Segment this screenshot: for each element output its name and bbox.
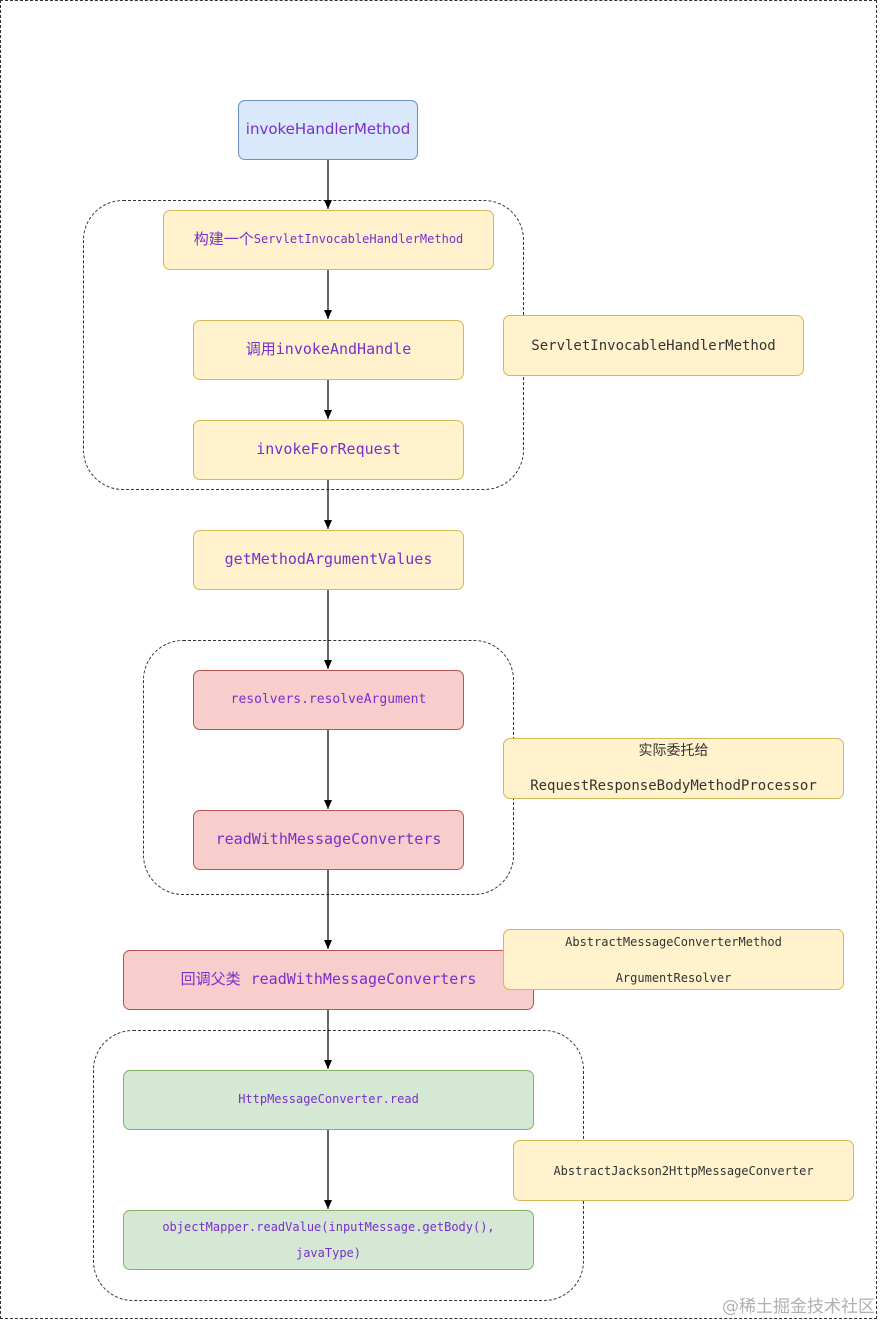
node-get-method-argument-values: getMethodArgumentValues <box>193 530 464 590</box>
node-resolve-argument: resolvers.resolveArgument <box>193 670 464 730</box>
note-delegate: 实际委托给 RequestResponseBodyMethodProcessor <box>503 738 844 799</box>
node-label-line1: objectMapper.readValue(inputMessage.getB… <box>162 1219 495 1234</box>
node-label: invokeHandlerMethod <box>245 120 411 139</box>
node-http-message-converter-read: HttpMessageConverter.read <box>123 1070 534 1130</box>
node-invoke-for-request: invokeForRequest <box>193 420 464 480</box>
note-label: AbstractJackson2HttpMessageConverter <box>553 1163 814 1178</box>
node-label: readWithMessageConverters <box>215 830 442 849</box>
note-label-line2: ArgumentResolver <box>615 970 732 985</box>
node-label: getMethodArgumentValues <box>224 550 433 569</box>
node-object-mapper-read-value: objectMapper.readValue(inputMessage.getB… <box>123 1210 534 1270</box>
node-label-method: invokeAndHandle <box>275 340 412 359</box>
node-label-line2: javaType) <box>295 1246 362 1260</box>
node-label: resolvers.resolveArgument <box>230 691 427 707</box>
node-label-prefix: 回调父类 <box>180 970 241 989</box>
note-label-line1: 实际委托给 <box>638 742 709 759</box>
note-servlet-invocable: ServletInvocableHandlerMethod <box>503 315 804 376</box>
node-label: invokeForRequest <box>256 440 401 459</box>
node-label-class: ServletInvocableHandlerMethod <box>253 232 464 247</box>
note-abstract-message-converter: AbstractMessageConverterMethod ArgumentR… <box>503 929 844 990</box>
note-label-line2: RequestResponseBodyMethodProcessor <box>530 777 817 794</box>
node-invoke-and-handle: 调用 invokeAndHandle <box>193 320 464 380</box>
node-read-with-message-converters: readWithMessageConverters <box>193 810 464 870</box>
node-build-servlet-invocable: 构建一个 ServletInvocableHandlerMethod <box>163 210 494 270</box>
watermark: @稀土掘金技术社区 <box>722 1297 875 1317</box>
node-label: HttpMessageConverter.read <box>238 1092 419 1107</box>
note-jackson-converter: AbstractJackson2HttpMessageConverter <box>513 1140 854 1201</box>
node-label-method: readWithMessageConverters <box>250 970 477 989</box>
note-label-line1: AbstractMessageConverterMethod <box>565 934 782 949</box>
node-label-prefix: 调用 <box>245 340 276 359</box>
node-invoke-handler-method: invokeHandlerMethod <box>238 100 418 160</box>
node-callback-parent-read: 回调父类 readWithMessageConverters <box>123 950 534 1010</box>
node-label-prefix: 构建一个 <box>193 230 254 249</box>
note-label: ServletInvocableHandlerMethod <box>531 337 776 354</box>
